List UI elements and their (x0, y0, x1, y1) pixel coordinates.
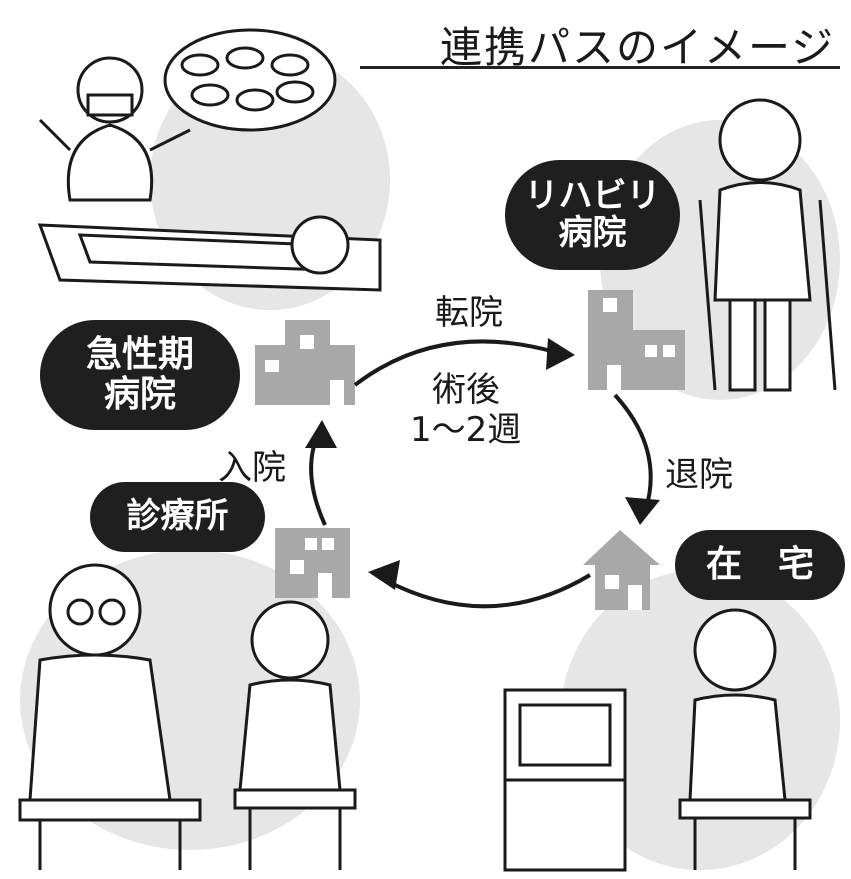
rehab-hospital-pill: リハビリ 病院 (505, 160, 680, 270)
discharge-label: 退院 (665, 455, 733, 495)
transfer-arrow-head (546, 338, 575, 370)
admission-label: 入院 (218, 448, 286, 488)
home-tv-illustration (503, 688, 627, 872)
post-op-label: 術後 (432, 370, 500, 410)
post-op-duration-label: 1〜2週 (410, 410, 522, 450)
transfer-label: 転院 (435, 293, 503, 333)
home-label: 在 宅 (705, 544, 814, 586)
page-title: 連携パスのイメージ (440, 23, 836, 72)
admission-arrow-head (305, 420, 337, 448)
clinic-patient-illustration (233, 600, 357, 870)
title-underline (360, 66, 840, 69)
rehab-patient-illustration (698, 98, 837, 392)
acute-hospital-pill: 急性期 病院 (40, 320, 240, 430)
discharge-arrow-head (625, 497, 660, 525)
return-arrow-head (368, 560, 400, 590)
rehab-hospital-icon (588, 290, 685, 390)
clinic-label: 診療所 (126, 496, 229, 537)
acute-hospital-label-line1: 急性期 (85, 334, 194, 376)
discharge-arrow (613, 393, 653, 513)
transfer-arrow (353, 339, 556, 387)
clinic-pill: 診療所 (90, 482, 265, 552)
operating-lamp-illustration (163, 28, 337, 132)
rehab-hospital-label-line1: リハビリ (524, 175, 661, 216)
home-icon (583, 530, 660, 610)
operating-table-illustration (37, 215, 382, 292)
clinic-icon (275, 528, 350, 598)
rehab-hospital-label-line2: 病院 (558, 213, 627, 253)
arrow-heads (305, 338, 660, 590)
home-person-illustration (678, 608, 812, 870)
return-arrow (384, 573, 592, 609)
home-pill: 在 宅 (675, 530, 845, 600)
acute-hospital-label-line2: 病院 (103, 374, 176, 415)
surgeon-illustration (38, 56, 191, 202)
acute-hospital-icon (255, 320, 355, 405)
doctor-illustration (18, 563, 202, 870)
